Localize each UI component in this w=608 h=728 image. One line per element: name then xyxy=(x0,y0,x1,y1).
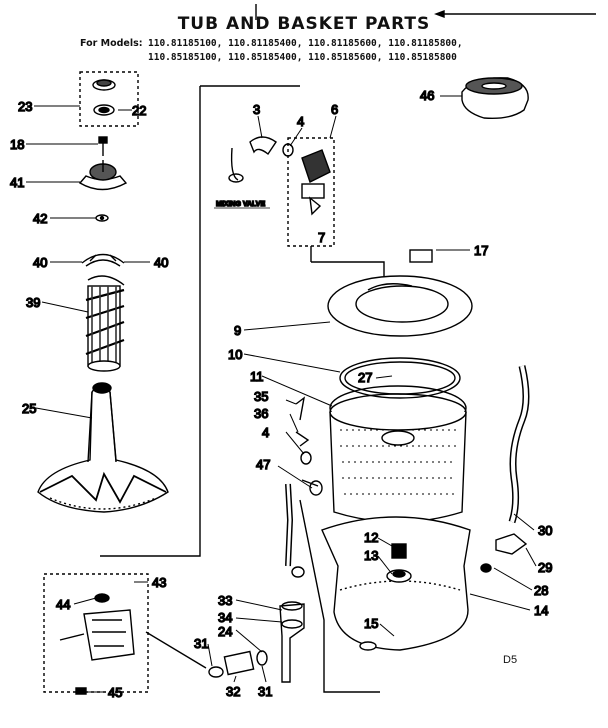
clip-35-36-4b xyxy=(295,396,312,465)
bolt-18 xyxy=(98,136,108,156)
part-label-4a: 4 xyxy=(297,114,304,129)
part-label-18: 18 xyxy=(10,137,24,152)
part-label-7: 7 xyxy=(318,230,325,245)
part-label-41: 41 xyxy=(10,175,24,190)
leader-lines xyxy=(26,95,537,693)
outer-tub-14 xyxy=(321,516,471,651)
hub-12-13 xyxy=(386,543,412,583)
part-label-13: 13 xyxy=(364,548,378,563)
valve-box-6-7 xyxy=(287,137,335,262)
agitator-base-25 xyxy=(37,382,169,513)
inlet-hose-3 xyxy=(228,136,277,183)
part-label-10: 10 xyxy=(228,347,242,362)
auger-39 xyxy=(85,275,125,372)
part-label-36: 36 xyxy=(254,406,268,421)
models-line-2: 110.85185100, 110.85185400, 110.85185600… xyxy=(148,52,457,63)
filter-46 xyxy=(461,77,529,120)
part-label-42: 42 xyxy=(33,211,47,226)
drain-hose-30 xyxy=(508,365,530,524)
part-label-22: 22 xyxy=(132,103,146,118)
part-label-47: 47 xyxy=(256,457,270,472)
part-label-12: 12 xyxy=(364,530,378,545)
part-label-34: 34 xyxy=(218,610,232,625)
fitting-17 xyxy=(409,249,433,263)
part-label-32: 32 xyxy=(226,684,240,699)
part-label-40b: 40 xyxy=(154,255,168,270)
part-number-labels: 23 22 18 41 42 40 40 39 25 3 4 6 7 46 17… xyxy=(9,87,553,700)
reference-arrow xyxy=(255,4,596,20)
part-label-4b: 4 xyxy=(262,425,269,440)
part-label-15: 15 xyxy=(364,616,378,631)
part-label-11: 11 xyxy=(250,369,264,384)
part-label-27: 27 xyxy=(358,370,372,385)
models-label: For Models: xyxy=(80,38,143,49)
part-label-24: 24 xyxy=(218,624,232,639)
diagram-code: D5 xyxy=(503,654,518,666)
hose-47 xyxy=(285,479,323,578)
washer-42 xyxy=(95,214,109,222)
part-label-35: 35 xyxy=(254,389,268,404)
part-label-6: 6 xyxy=(331,102,338,117)
leader-frames xyxy=(100,85,385,693)
basket xyxy=(329,393,467,523)
part-label-43: 43 xyxy=(152,575,166,590)
pump-box-43 xyxy=(43,573,149,695)
part-label-17: 17 xyxy=(474,243,488,258)
drain-fittings-31-34 xyxy=(145,601,305,683)
part-label-46: 46 xyxy=(420,88,434,103)
clip-40 xyxy=(81,253,125,267)
part-label-33: 33 xyxy=(218,593,232,608)
part-label-14: 14 xyxy=(534,603,548,618)
part-label-39: 39 xyxy=(26,295,40,310)
diagram-title: TUB AND BASKET PARTS xyxy=(177,14,431,34)
cover-9 xyxy=(327,275,473,337)
part-label-3: 3 xyxy=(253,102,260,117)
agitator-cap-41 xyxy=(78,160,128,191)
part-label-9: 9 xyxy=(234,323,241,338)
part-label-28: 28 xyxy=(534,583,548,598)
part-label-29: 29 xyxy=(538,560,552,575)
part-label-31b: 31 xyxy=(258,684,272,699)
pump-connector-29 xyxy=(480,533,528,573)
parts-22-23-box xyxy=(79,71,139,127)
models-line-1: 110.81185100, 110.81185400, 110.81185600… xyxy=(148,38,463,49)
part-label-45: 45 xyxy=(108,685,122,700)
part-label-30: 30 xyxy=(538,523,552,538)
part-label-23: 23 xyxy=(18,99,32,114)
part-label-25: 25 xyxy=(22,401,36,416)
mixing-valve-label: MIXING VALVE xyxy=(216,201,265,208)
part-label-44: 44 xyxy=(56,597,70,612)
part-label-40a: 40 xyxy=(33,255,47,270)
part-label-31a: 31 xyxy=(194,636,208,651)
